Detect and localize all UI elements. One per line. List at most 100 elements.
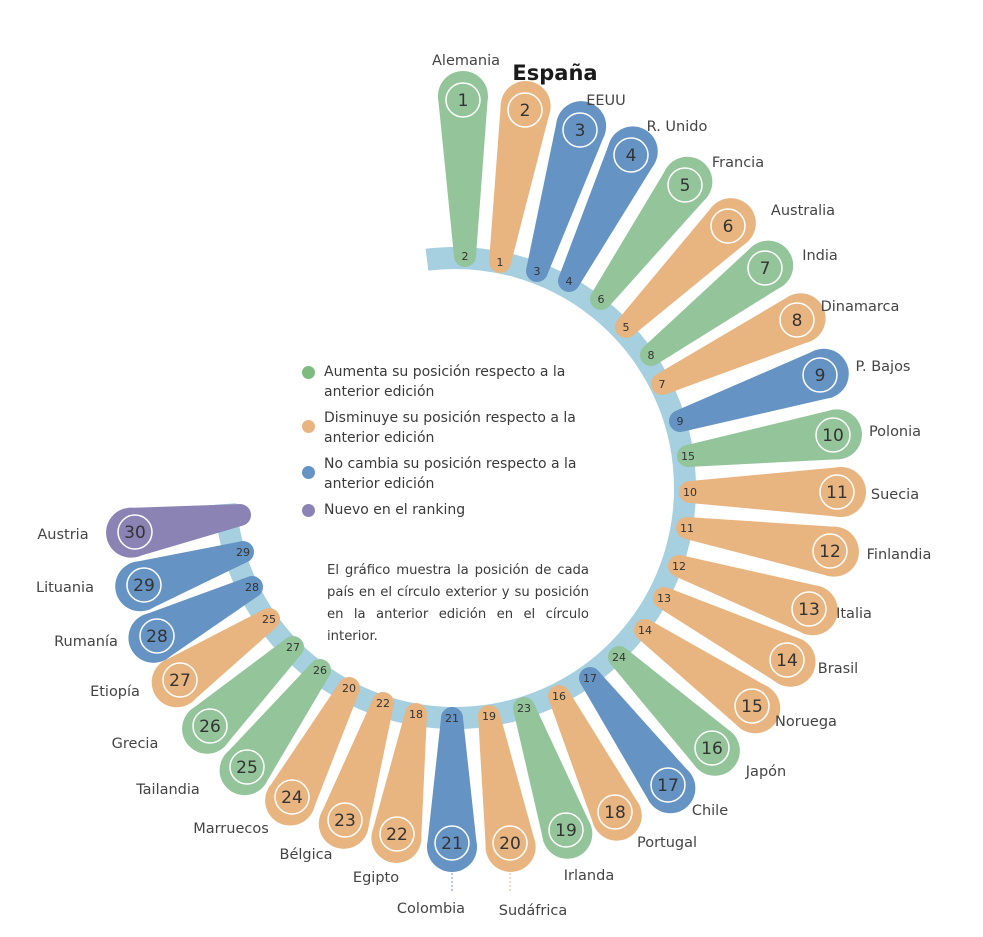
bar-start	[405, 703, 427, 725]
rank-label: 30	[124, 523, 146, 543]
country-label: Austria	[37, 527, 88, 543]
previous-rank-label: 2	[462, 250, 469, 263]
bar-body	[526, 118, 606, 275]
rank-circle	[192, 708, 228, 744]
previous-rank-label: 21	[445, 712, 459, 725]
rank-label: 17	[657, 776, 679, 796]
rank-circle	[229, 749, 265, 785]
bar-start	[677, 445, 699, 467]
legend-label: Nuevo en el ranking	[324, 502, 466, 518]
bar-body	[127, 504, 242, 558]
bar-start	[232, 541, 254, 563]
rank-label: 15	[741, 697, 763, 717]
country-label: España	[512, 61, 597, 85]
legend-dot-icon	[302, 466, 315, 479]
country-bar: 12	[437, 71, 488, 267]
previous-rank-label: 23	[517, 702, 531, 715]
previous-rank-label: 15	[681, 450, 695, 463]
previous-rank-label: 28	[245, 581, 259, 594]
rank-circle	[274, 779, 310, 815]
country-label: Colombia	[397, 901, 465, 917]
previous-rank-label: 7	[659, 378, 666, 391]
bar-start	[579, 667, 601, 689]
rank-circle	[379, 816, 415, 852]
country-bar: 87	[651, 293, 826, 395]
bar-body	[478, 714, 536, 852]
previous-rank-label: 4	[566, 275, 573, 288]
rank-circle	[812, 533, 848, 569]
country-label: Lituania	[36, 580, 94, 596]
rank-circle	[327, 802, 363, 838]
rank-label: 24	[281, 788, 303, 808]
rank-label: 18	[604, 803, 626, 823]
bar-start	[489, 251, 511, 273]
rank-label: 8	[792, 311, 803, 331]
rank-circle	[139, 618, 175, 654]
country-label: Egipto	[353, 870, 399, 886]
legend-item-new: Nuevo en el ranking	[300, 500, 590, 520]
bar-body	[319, 699, 394, 832]
bar-body	[686, 409, 841, 467]
bar-start	[668, 555, 690, 577]
bar-start	[651, 373, 673, 395]
previous-rank-label: 18	[409, 708, 423, 721]
rank-circle	[791, 591, 827, 627]
previous-rank-label: 8	[648, 349, 655, 362]
bar-start	[615, 316, 637, 338]
country-label: India	[802, 248, 838, 264]
rank-label: 20	[499, 834, 521, 854]
rank-circle	[802, 357, 838, 393]
legend-label: No cambia su posición respecto a la ante…	[324, 456, 577, 492]
previous-rank-label: 27	[286, 641, 300, 654]
bar-body	[690, 467, 841, 517]
bar-body	[657, 295, 812, 394]
rank-label: 23	[334, 811, 356, 831]
bar-start	[634, 619, 656, 641]
rank-circle	[548, 812, 584, 848]
country-bar: 33	[526, 101, 607, 282]
previous-rank-label: 24	[612, 651, 626, 664]
country-label: Marruecos	[193, 821, 269, 837]
bar-body	[675, 555, 821, 634]
rank-label: 27	[169, 671, 191, 691]
previous-rank-label: 6	[598, 293, 605, 306]
bar-start	[679, 481, 701, 503]
rank-label: 19	[555, 821, 577, 841]
rank-label: 2	[520, 101, 531, 121]
country-label: Irlanda	[564, 868, 614, 884]
rank-label: 7	[760, 259, 771, 279]
bar-body	[437, 95, 488, 257]
legend-dot-icon	[302, 504, 315, 517]
bar-start	[558, 270, 580, 292]
previous-rank-label: 5	[623, 321, 630, 334]
country-bar: 44	[558, 126, 658, 292]
rank-circle	[445, 82, 481, 118]
rank-circle	[650, 767, 686, 803]
country-label: Francia	[712, 155, 764, 171]
country-bar: 30	[106, 504, 251, 558]
country-label: Bélgica	[280, 847, 333, 863]
bar-start	[513, 697, 535, 719]
legend-dot-icon	[302, 420, 315, 433]
rank-label: 4	[626, 146, 637, 166]
rank-label: 29	[133, 576, 155, 596]
bar-body	[427, 718, 477, 847]
bar-start	[338, 677, 360, 699]
rank-circle	[819, 474, 855, 510]
rank-circle	[747, 250, 783, 286]
rank-label: 11	[826, 483, 848, 503]
rank-label: 10	[822, 426, 844, 446]
rank-label: 14	[776, 651, 798, 671]
country-label: Australia	[771, 203, 835, 219]
bar-body	[676, 350, 832, 432]
rank-label: 16	[701, 739, 723, 759]
